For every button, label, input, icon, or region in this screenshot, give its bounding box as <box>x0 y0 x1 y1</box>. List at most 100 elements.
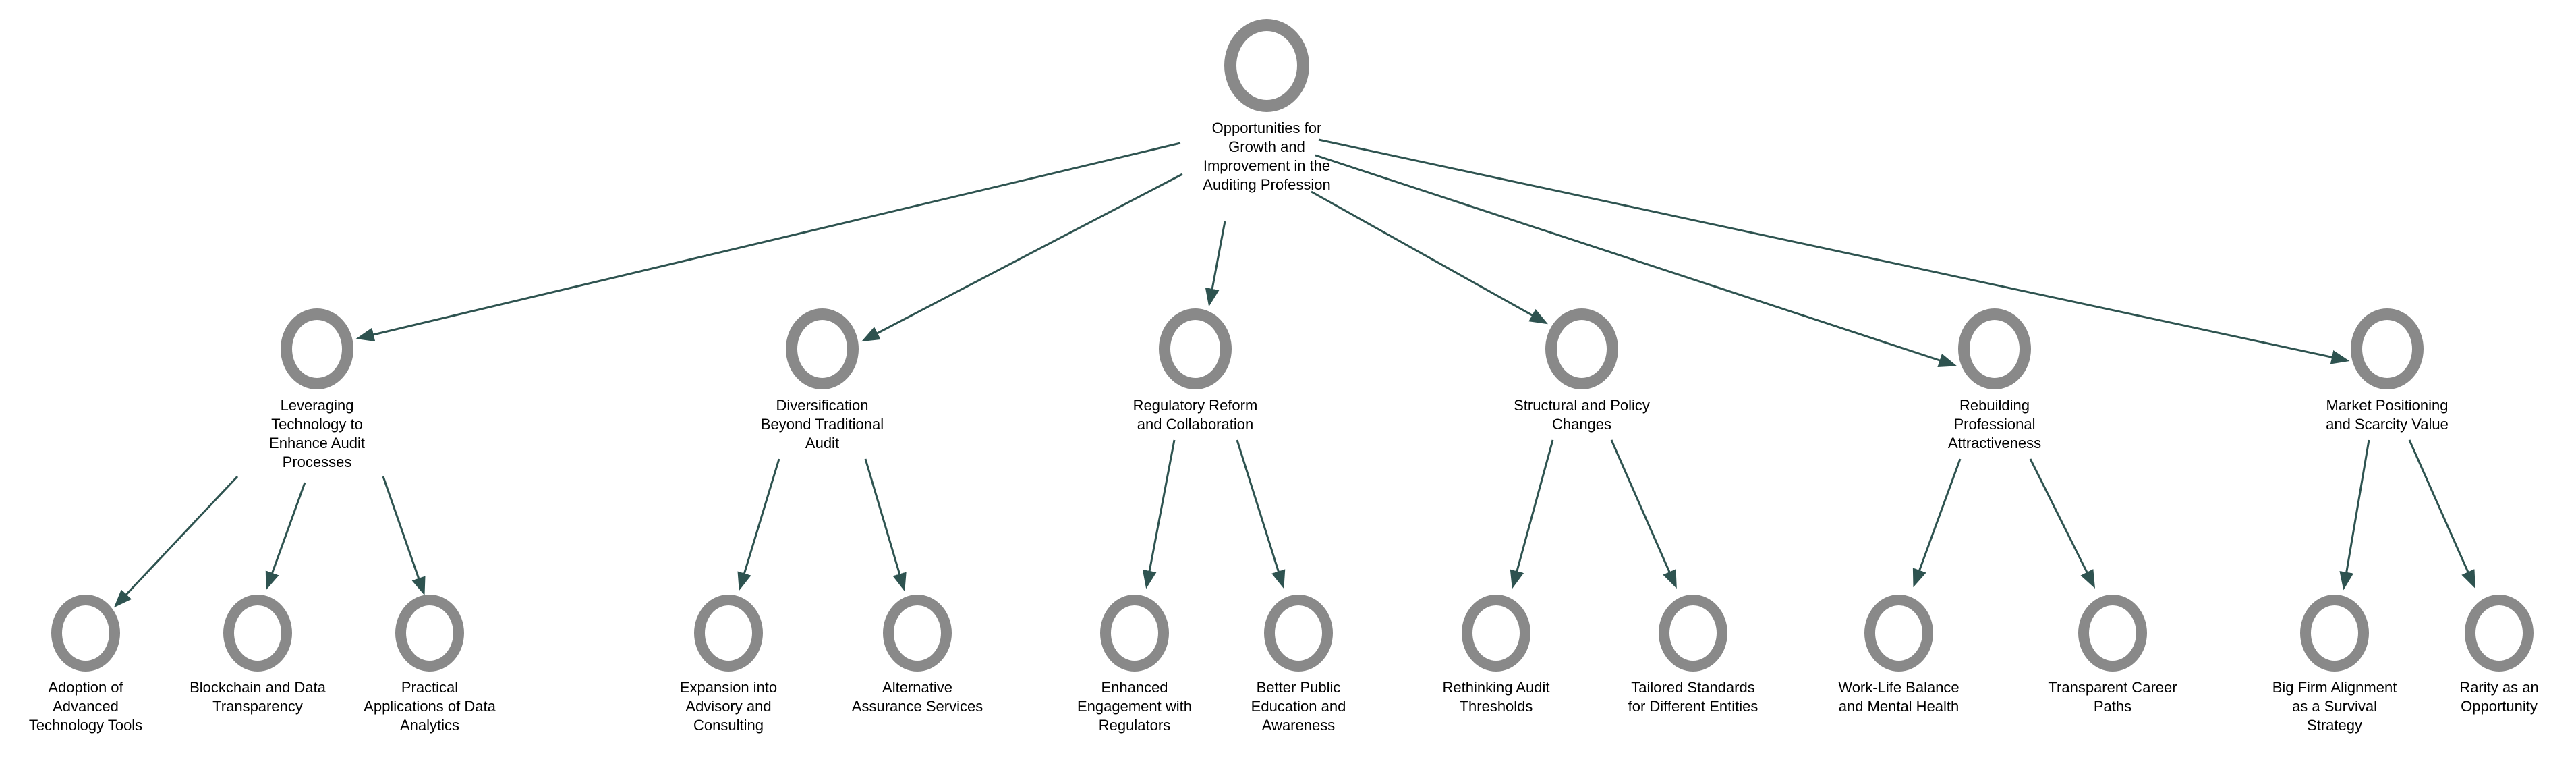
edge-structural-policy-changes-to-rethinking-audit-thresholds <box>1510 439 1554 589</box>
big-firm-alignment-label-line: Strategy <box>2307 717 2362 734</box>
structural-policy-changes-label-line: Structural and Policy <box>1514 397 1650 414</box>
practical-data-analytics-circle-icon[interactable] <box>395 595 464 672</box>
edge-root-to-regulatory-reform-collaboration <box>1205 221 1226 307</box>
root-label-line: Auditing Profession <box>1203 176 1331 193</box>
tailored-standards-entities-circle-icon[interactable] <box>1659 595 1727 672</box>
edge-root-to-market-positioning-scarcity <box>1318 138 2350 364</box>
root-label-line: Opportunities for <box>1211 119 1322 136</box>
edge-regulatory-reform-collaboration-to-enhanced-engagement-regulators <box>1142 439 1176 589</box>
edge-diversification-beyond-audit-to-expansion-advisory-consulting <box>737 458 780 591</box>
enhanced-engagement-regulators-circle-icon[interactable] <box>1100 595 1169 672</box>
blockchain-data-transparency-label-line: Transparency <box>212 698 303 715</box>
root-circle-icon[interactable] <box>1224 19 1309 112</box>
edge-market-positioning-scarcity-to-big-firm-alignment <box>2339 439 2370 591</box>
rethinking-audit-thresholds-circle-icon[interactable] <box>1462 595 1530 672</box>
market-positioning-scarcity-label-line: Market Positioning <box>2326 397 2449 414</box>
tailored-standards-entities-label-line: for Different Entities <box>1628 698 1758 715</box>
root-label-line: Growth and <box>1228 138 1305 155</box>
practical-data-analytics-label-line: Applications of Data <box>364 698 496 715</box>
edge-rebuilding-professional-attractiveness-to-transparent-career-paths <box>2029 458 2096 589</box>
edge-leveraging-technology-to-blockchain-data-transparency <box>265 482 306 591</box>
transparent-career-paths-label-line: Transparent Career <box>2048 679 2177 696</box>
better-public-education-label-line: Awareness <box>1261 717 1336 734</box>
rebuilding-professional-attractiveness-label-line: Professional <box>1953 416 2036 433</box>
leveraging-technology-circle-icon[interactable] <box>281 308 353 389</box>
practical-data-analytics-label-line: Practical <box>401 679 459 696</box>
transparent-career-paths-circle-icon[interactable] <box>2078 595 2147 672</box>
edge-structural-policy-changes-to-tailored-standards-entities <box>1610 439 1677 589</box>
work-life-balance-label-line: Work-Life Balance <box>1838 679 1959 696</box>
rebuilding-professional-attractiveness-circle-icon[interactable] <box>1958 308 2031 389</box>
big-firm-alignment-label-line: Big Firm Alignment <box>2272 679 2397 696</box>
blockchain-data-transparency-label-line: Blockchain and Data <box>190 679 326 696</box>
structural-policy-changes-label-line: Changes <box>1551 416 1612 433</box>
better-public-education-label-line: Better Public <box>1256 679 1341 696</box>
expansion-advisory-consulting-circle-icon[interactable] <box>694 595 763 672</box>
rethinking-audit-thresholds-label-line: Rethinking Audit <box>1442 679 1550 696</box>
big-firm-alignment-circle-icon[interactable] <box>2300 595 2369 672</box>
rebuilding-professional-attractiveness-label-line: Rebuilding <box>1959 397 2030 414</box>
rarity-as-opportunity-circle-icon[interactable] <box>2465 595 2534 672</box>
adoption-advanced-tools-circle-icon[interactable] <box>51 595 120 672</box>
leveraging-technology-label-line: Technology to <box>271 416 363 433</box>
edge-leveraging-technology-to-practical-data-analytics <box>382 476 426 596</box>
diversification-beyond-audit-label-line: Diversification <box>776 397 869 414</box>
leveraging-technology-label-line: Enhance Audit <box>269 435 365 452</box>
diversification-beyond-audit-label-line: Audit <box>805 435 840 452</box>
regulatory-reform-collaboration-circle-icon[interactable] <box>1159 308 1232 389</box>
edge-market-positioning-scarcity-to-rarity-as-opportunity <box>2408 439 2475 589</box>
edge-root-to-leveraging-technology <box>355 142 1181 342</box>
better-public-education-circle-icon[interactable] <box>1264 595 1333 672</box>
expansion-advisory-consulting-label-line: Expansion into <box>679 679 778 696</box>
tailored-standards-entities-label: Tailored Standards for Different Entities <box>1628 678 1758 716</box>
edge-rebuilding-professional-attractiveness-to-work-life-balance <box>1912 458 1962 588</box>
diversification-beyond-audit-circle-icon[interactable] <box>786 308 859 389</box>
rebuilding-professional-attractiveness-label-line: Attractiveness <box>1947 435 2042 452</box>
leveraging-technology-label-line: Processes <box>282 454 352 470</box>
market-positioning-scarcity-label: Market Positioning and Scarcity Value <box>2326 396 2449 434</box>
edge-diversification-beyond-audit-to-alternative-assurance-services <box>864 458 907 592</box>
alternative-assurance-services-circle-icon[interactable] <box>883 595 952 672</box>
enhanced-engagement-regulators-label-line: Regulators <box>1098 717 1171 734</box>
structural-policy-changes-circle-icon[interactable] <box>1545 308 1618 389</box>
regulatory-reform-collaboration-label-line: and Collaboration <box>1137 416 1254 433</box>
transparent-career-paths-label-line: Paths <box>2093 698 2132 715</box>
diversification-beyond-audit-label-line: Beyond Traditional <box>760 416 884 433</box>
big-firm-alignment-label-line: as a Survival <box>2292 698 2377 715</box>
market-positioning-scarcity-circle-icon[interactable] <box>2351 308 2424 389</box>
rarity-as-opportunity-label-line: Rarity as an <box>2459 679 2539 696</box>
expansion-advisory-consulting-label-line: Consulting <box>693 717 764 734</box>
edge-leveraging-technology-to-adoption-advanced-tools <box>113 475 239 608</box>
market-positioning-scarcity-label-line: and Scarcity Value <box>2326 416 2449 433</box>
expansion-advisory-consulting-label-line: Advisory and <box>685 698 772 715</box>
adoption-advanced-tools-label-line: Advanced <box>53 698 119 715</box>
alternative-assurance-services-label-line: Assurance Services <box>851 698 983 715</box>
tailored-standards-entities-label-line: Tailored Standards <box>1631 679 1755 696</box>
edge-root-to-diversification-beyond-audit <box>861 173 1183 342</box>
leveraging-technology-label-line: Leveraging <box>280 397 354 414</box>
adoption-advanced-tools-label-line: Technology Tools <box>28 717 143 734</box>
blockchain-data-transparency-circle-icon[interactable] <box>223 595 292 672</box>
adoption-advanced-tools-label-line: Adoption of <box>48 679 123 696</box>
enhanced-engagement-regulators-label-line: Engagement with <box>1077 698 1192 715</box>
work-life-balance-circle-icon[interactable] <box>1864 595 1933 672</box>
edge-regulatory-reform-collaboration-to-better-public-education <box>1236 439 1286 589</box>
